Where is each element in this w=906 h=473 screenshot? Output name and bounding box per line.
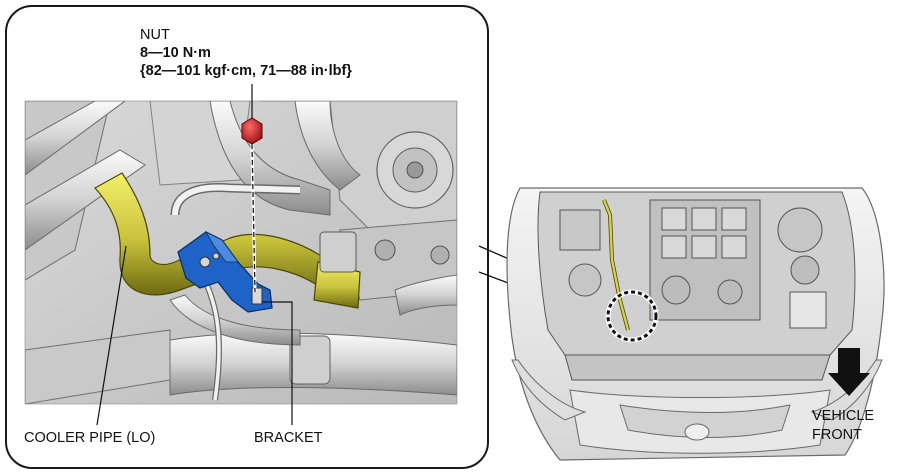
vehicle-front-label-line2: FRONT <box>812 427 862 443</box>
locator-circle <box>606 290 658 342</box>
bracket-leader <box>262 301 293 425</box>
install-guide-dashed <box>251 143 256 293</box>
leader-lines <box>96 84 293 426</box>
nut-label: NUT <box>140 27 170 43</box>
cooler-pipe-label: COOLER PIPE (LO) <box>24 430 156 446</box>
engine-detail-view <box>25 101 457 404</box>
vehicle-front-arrow-icon <box>828 348 870 396</box>
vehicle-front-label-line1: VEHICLE <box>812 408 875 424</box>
vehicle-overview <box>506 187 885 461</box>
nut-torque-alt: {82—101 kgf·cm, 71—88 in·lbf} <box>140 63 352 79</box>
bracket-label: BRACKET <box>254 430 323 446</box>
cooler-pipe-lo <box>94 172 361 309</box>
nut <box>241 117 263 145</box>
bracket <box>177 231 273 313</box>
cooler-pipe-leader <box>96 245 127 426</box>
nut-torque-nm: 8—10 N·m <box>140 45 211 61</box>
